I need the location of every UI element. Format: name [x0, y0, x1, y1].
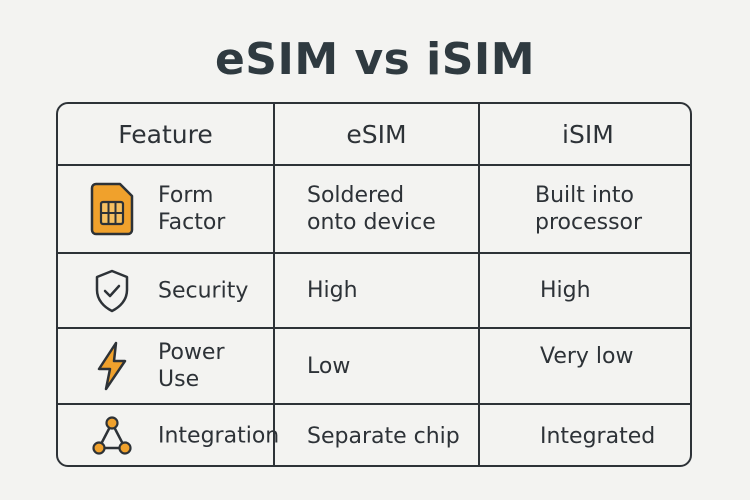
header-isim: iSIM — [562, 119, 614, 149]
isim-cell: Integrated — [480, 405, 690, 465]
isim-cell: Very low — [480, 329, 690, 403]
feature-cell: Integration — [58, 405, 279, 465]
feature-label: Security — [158, 278, 249, 303]
comparison-table: Feature eSIM iSIM Form Factor Soldered o… — [56, 102, 692, 467]
esim-value: Separate chip — [307, 423, 460, 449]
esim-cell: Separate chip — [275, 405, 480, 465]
esim-cell: Soldered onto device — [275, 166, 480, 252]
table-row: Security High High — [58, 254, 690, 329]
network-nodes-icon — [88, 412, 136, 460]
table-row: Integration Separate chip Integrated — [58, 405, 690, 465]
esim-cell: High — [275, 254, 480, 327]
header-esim: eSIM — [275, 104, 480, 164]
feature-cell: Power Use — [58, 329, 275, 403]
esim-value: Low — [307, 353, 351, 379]
lightning-icon — [88, 341, 136, 391]
table-row: Power Use Low Very low — [58, 329, 690, 405]
feature-label: Integration — [158, 423, 280, 449]
esim-cell: Low — [275, 329, 480, 403]
header-feature: Feature — [58, 104, 275, 164]
table-row: Form Factor Soldered onto device Built i… — [58, 166, 690, 254]
feature-label: Form Factor — [158, 183, 226, 235]
table-header-row: Feature eSIM iSIM — [58, 104, 690, 166]
feature-cell: Security — [58, 254, 275, 327]
isim-cell: High — [480, 254, 690, 327]
shield-check-icon — [88, 267, 136, 315]
sim-card-icon — [88, 182, 136, 236]
isim-value: High — [540, 278, 591, 303]
esim-value: High — [307, 278, 358, 303]
esim-value: Soldered onto device — [307, 183, 436, 235]
feature-label: Power Use — [158, 340, 225, 392]
isim-value: Very low — [540, 344, 634, 369]
isim-value: Integrated — [540, 423, 656, 449]
page-title: eSIM vs iSIM — [214, 34, 536, 85]
isim-cell: Built into processor — [480, 166, 690, 252]
isim-value: Built into processor — [535, 183, 643, 235]
feature-cell: Form Factor — [58, 166, 275, 252]
